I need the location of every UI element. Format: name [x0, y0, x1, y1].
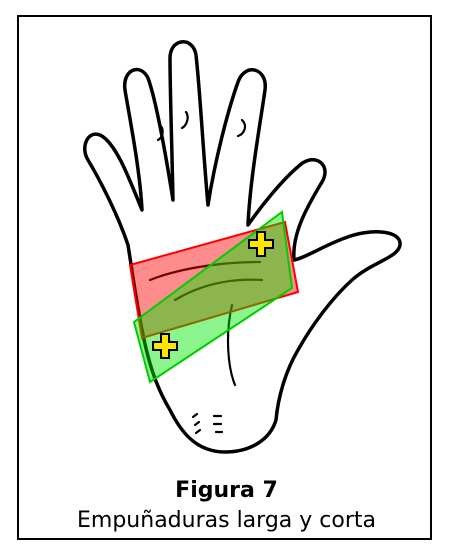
figure-title: Figura 7: [0, 478, 453, 503]
figure-caption: Empuñaduras larga y corta: [0, 508, 453, 533]
